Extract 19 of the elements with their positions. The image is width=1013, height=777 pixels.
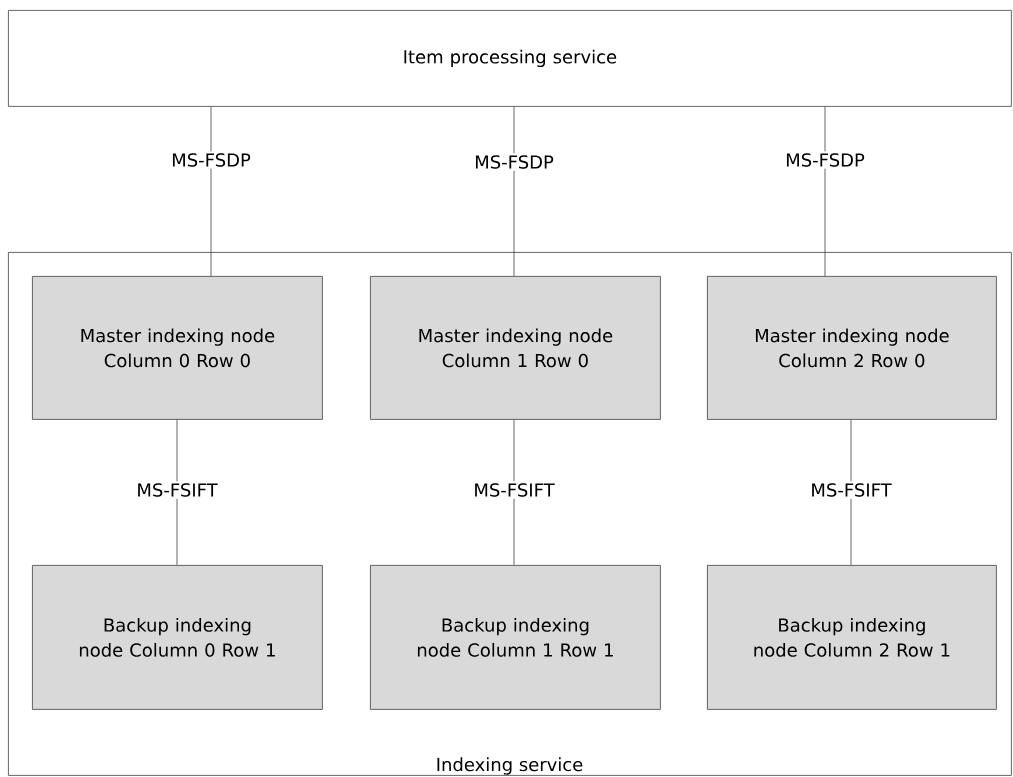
master-node-box: Master indexing node Column 0 Row 0: [32, 276, 323, 420]
connector-line: [824, 106, 826, 277]
backup-node-box: Backup indexing node Column 1 Row 1: [370, 565, 661, 710]
connector-line: [210, 106, 212, 277]
master-node-box: Master indexing node Column 2 Row 0: [707, 276, 997, 420]
edge-label: MS-FSIFT: [471, 481, 557, 499]
master-node-box: Master indexing node Column 1 Row 0: [370, 276, 661, 420]
connector-line: [850, 419, 852, 566]
edge-label: MS-FSDP: [783, 151, 867, 169]
edge-label: MS-FSIFT: [134, 481, 220, 499]
backup-node-box: Backup indexing node Column 2 Row 1: [707, 565, 997, 710]
connector-line: [513, 106, 515, 277]
edge-label: MS-FSIFT: [808, 481, 894, 499]
service-box: Item processing service: [8, 10, 1012, 107]
edge-label: MS-FSDP: [169, 151, 253, 169]
connector-line: [176, 419, 178, 566]
backup-node-box: Backup indexing node Column 0 Row 1: [32, 565, 323, 710]
connector-line: [513, 419, 515, 566]
edge-label: MS-FSDP: [472, 153, 556, 171]
